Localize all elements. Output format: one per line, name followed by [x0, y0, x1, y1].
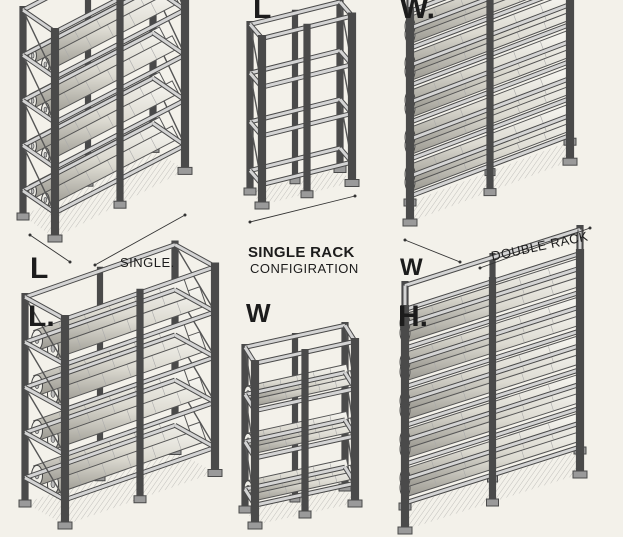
rack-beam — [152, 76, 186, 102]
rack-beam — [174, 423, 216, 449]
base-plate — [57, 521, 73, 530]
base-plate — [254, 201, 270, 210]
rack-brace — [24, 432, 66, 501]
dimension-label-bottom-center: W — [246, 298, 271, 328]
rack-brace — [24, 387, 66, 456]
dimension-line — [404, 239, 461, 263]
rack-beam — [249, 0, 341, 26]
rack-beam — [174, 288, 216, 314]
base-plate — [177, 166, 193, 175]
rack-beam — [22, 189, 56, 215]
rack-beam — [24, 295, 66, 321]
base-plate — [18, 499, 32, 508]
rack-beam — [168, 0, 186, 11]
rack-beam — [22, 76, 154, 147]
rack-beam — [22, 54, 56, 79]
rack-beam — [24, 423, 176, 480]
rack-brace — [24, 341, 66, 410]
base-plate — [347, 499, 363, 508]
rack-beam — [22, 121, 154, 193]
floor-shadow — [245, 487, 355, 525]
rack-beam — [152, 31, 186, 57]
floor-shadow — [25, 450, 215, 525]
dimension-line — [479, 227, 591, 269]
rack-bottom-right — [397, 225, 588, 535]
dimension-lines — [28, 194, 592, 270]
base-plate — [300, 190, 314, 199]
rack-beam — [22, 144, 56, 169]
rack-beam — [24, 386, 66, 411]
configuration-caption: CONFIGIRATION — [250, 261, 359, 276]
base-plate — [47, 234, 63, 243]
rack-beam — [22, 0, 133, 57]
dimension-line — [29, 234, 71, 263]
base-plate — [238, 505, 252, 514]
rack-brace — [174, 244, 216, 313]
rack-beam — [24, 476, 66, 502]
base-plate — [243, 187, 257, 196]
rack-beam — [244, 465, 346, 491]
rack-brace — [22, 55, 56, 123]
base-plate — [344, 179, 360, 187]
rack-beam — [244, 418, 346, 444]
floor-shadow — [250, 168, 352, 205]
dimension-label-bottom-right: H. — [398, 300, 428, 333]
rack-brace — [24, 296, 66, 365]
dimension-label-top-right: W. — [400, 0, 435, 25]
rack-top-left — [16, 0, 193, 243]
rack-beam — [244, 323, 346, 349]
base-plate — [402, 218, 418, 227]
dimension-label-mid-left: L — [30, 252, 49, 285]
rack-beam — [22, 99, 56, 124]
rack-beam — [244, 371, 346, 397]
rack-beam — [174, 333, 216, 359]
rack-beam — [152, 121, 186, 147]
rack-beam — [174, 243, 216, 269]
single-rack-caption: SINGLE RACK — [248, 244, 355, 261]
rack-beam — [24, 431, 66, 456]
dimension-label-top-center: L — [253, 0, 272, 25]
rack-top-center — [243, 0, 360, 210]
rack-bottom-left — [18, 240, 223, 530]
rack-beam — [174, 378, 216, 404]
base-plate — [483, 188, 497, 197]
single-caption: SINGLE. — [120, 255, 175, 270]
rack-beam — [409, 0, 444, 13]
base-plate — [397, 526, 413, 535]
rack-beam — [54, 0, 121, 34]
base-plate — [113, 200, 127, 209]
dimension-label-mid-w: W — [400, 254, 423, 281]
rack-brace — [158, 0, 186, 56]
base-plate — [247, 521, 263, 530]
dimension-line — [94, 214, 186, 266]
base-plate — [486, 498, 499, 507]
base-plate — [133, 495, 147, 504]
rack-top-right — [402, 0, 578, 227]
rack-beam — [24, 378, 176, 435]
rack-beam — [24, 341, 66, 366]
rack-beam — [22, 31, 154, 102]
base-plate — [16, 212, 30, 221]
rack-brace — [22, 145, 56, 214]
rack-beam — [24, 333, 176, 389]
dimension-label-bottom-left: L. — [28, 300, 55, 333]
dimension-line — [249, 195, 356, 223]
base-plate — [298, 510, 312, 519]
rack-brace — [22, 9, 56, 78]
rack-beam — [22, 8, 56, 34]
rack-beam — [24, 243, 176, 299]
rack-beam — [24, 288, 176, 344]
base-plate — [562, 157, 578, 166]
rack-brace — [22, 100, 56, 168]
base-plate — [207, 469, 223, 477]
rack-beam — [409, 0, 489, 30]
floor-shadow — [23, 148, 185, 238]
rack-bottom-center — [238, 322, 363, 530]
base-plate — [572, 470, 588, 479]
rack-beam — [404, 228, 581, 287]
